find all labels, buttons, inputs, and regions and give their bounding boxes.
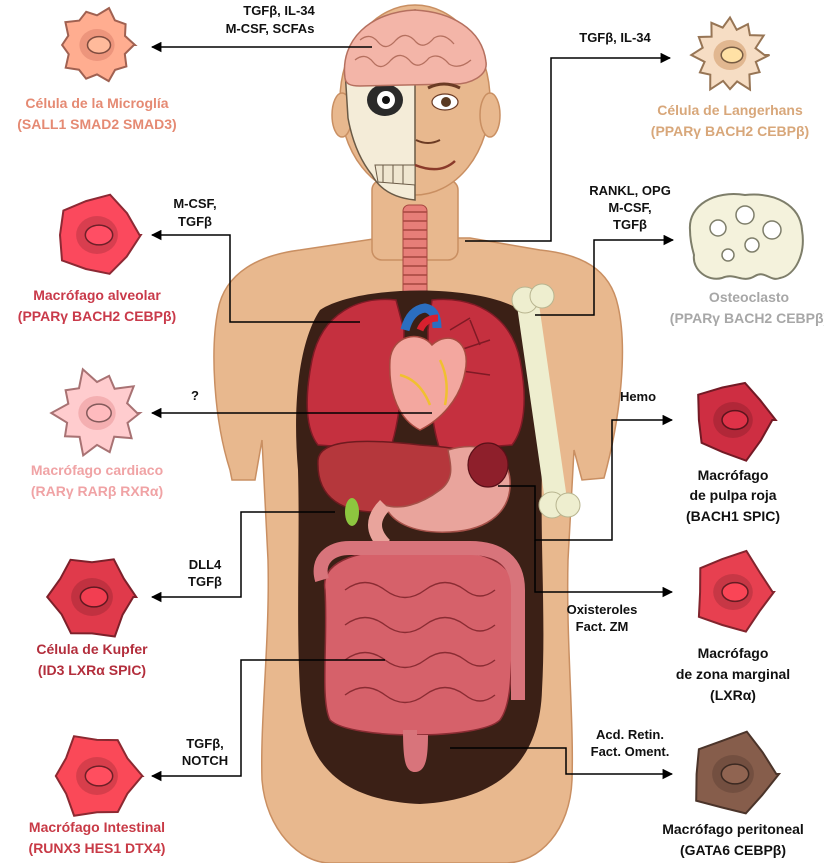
osteoclast-signal-2: M-CSF, [580,200,680,216]
cardiac-signal: ? [180,388,210,404]
kupffer-name: Célula de Kupfer [36,640,147,658]
redpulp-name-2: de pulpa roja [689,486,776,504]
alveolar-cell-icon [60,195,141,274]
marginal-signal-1: Oxisteroles [547,602,657,618]
microglia-signal-2: M-CSF, SCFAs [205,21,335,37]
peritoneal-cell-icon [696,732,779,814]
cardiac-genes: (RARγ RARβ RXRα) [31,482,163,500]
cardiac-name: Macrófago cardiaco [31,461,163,479]
microglia-name: Célula de la Microglía [25,94,168,112]
osteoclast-genes: (PPARγ BACH2 CEBPβ) [670,309,824,327]
redpulp-name-1: Macrófago [698,466,769,484]
brain [344,10,486,86]
microglia-cell-icon [62,8,135,81]
langerhans-genes: (PPARγ BACH2 CEBPβ) [651,122,809,140]
marginal-genes: (LXRα) [710,686,756,704]
kupffer-genes: (ID3 LXRα SPIC) [38,661,146,679]
kupffer-signal-1: DLL4 [170,557,240,573]
intestinal-genes: (RUNX3 HES1 DTX4) [29,839,166,857]
alveolar-genes: (PPARγ BACH2 CEBPβ) [18,307,176,325]
peritoneal-signal-1: Acd. Retin. [575,727,685,743]
marginal-cell-icon [699,551,774,632]
osteoclast-signal-3: TGFβ [580,217,680,233]
alveolar-name: Macrófago alveolar [33,286,161,304]
marginal-signal-2: Fact. ZM [547,619,657,635]
peritoneal-name: Macrófago peritoneal [662,820,804,838]
alveolar-signal-1: M-CSF, [160,196,230,212]
redpulp-signal: Hemo [608,389,668,405]
osteoclast-cell-icon [690,194,803,279]
redpulp-cell-icon [698,383,776,461]
kupffer-signal-2: TGFβ [170,574,240,590]
microglia-genes: (SALL1 SMAD2 SMAD3) [17,115,176,133]
peritoneal-signal-2: Fact. Oment. [575,744,685,760]
osteoclast-name: Osteoclasto [709,288,789,306]
intestinal-cell-icon [56,736,143,816]
intestinal-name: Macrófago Intestinal [29,818,165,836]
osteoclast-signal-1: RANKL, OPG [580,183,680,199]
peritoneal-genes: (GATA6 CEBPβ) [680,841,786,859]
redpulp-genes: (BACH1 SPIC) [686,507,780,525]
langerhans-cell-icon [691,18,769,90]
langerhans-signal: TGFβ, IL-34 [560,30,670,46]
kupffer-cell-icon [47,559,136,636]
microglia-signal-1: TGFβ, IL-34 [224,3,334,19]
intestinal-signal-1: TGFβ, [170,736,240,752]
marginal-name-1: Macrófago [698,644,769,662]
marginal-name-2: de zona marginal [676,665,790,683]
langerhans-name: Célula de Langerhans [657,101,802,119]
alveolar-signal-2: TGFβ [160,214,230,230]
spleen [468,443,508,487]
cardiac-cell-icon [51,369,140,455]
intestinal-signal-2: NOTCH [165,753,245,769]
